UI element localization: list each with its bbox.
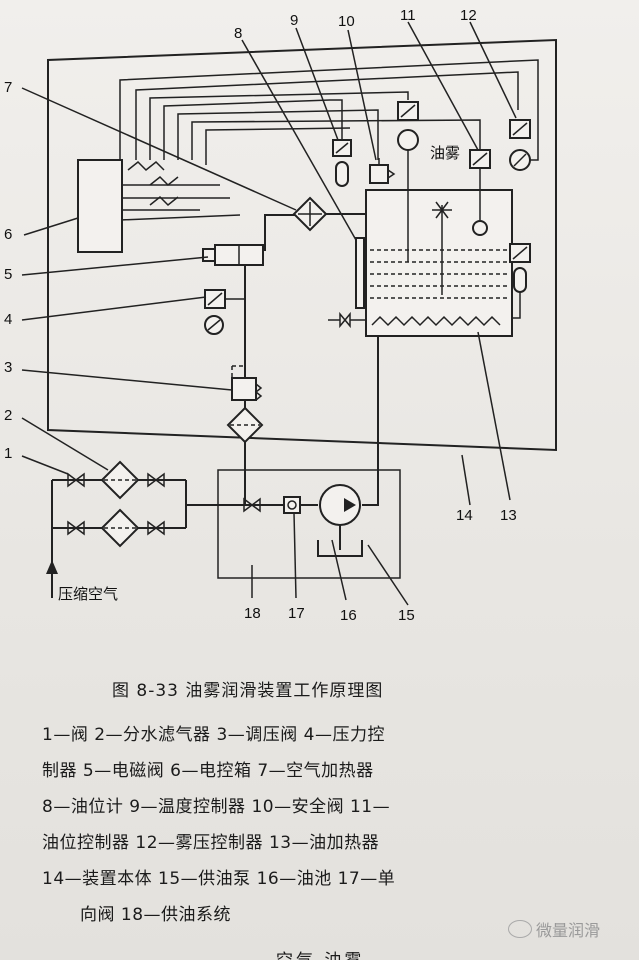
legend-line: 油位控制器 12—雾压控制器 13—油加热器: [42, 833, 380, 853]
temperature-controller: [332, 139, 352, 187]
schematic-diagram: 油雾 压缩空气 1 2 3 4 5 6 7 8 9 10 11 12 13 14…: [4, 7, 557, 624]
ref-number-15: 15: [398, 607, 415, 624]
ref-number-1: 1: [4, 445, 12, 462]
oil-level-controller: [469, 149, 491, 236]
air-inlet-arrowhead: [46, 560, 58, 574]
ref-number-16: 16: [340, 607, 357, 624]
cutoff-text: 空气 油雾: [276, 946, 364, 960]
air-heater: [292, 196, 366, 232]
check-valve: [283, 496, 301, 514]
ref-number-18: 18: [244, 605, 261, 622]
heater-thermo-controller: [509, 243, 531, 319]
legend-line: 1—阀 2—分水滤气器 3—调压阀 4—压力控: [42, 725, 385, 745]
water-separator-filter: [100, 460, 140, 548]
legend-line: 向阀 18—供油系统: [80, 905, 232, 925]
oil-supply-line: [186, 336, 379, 506]
watermark: 微量润滑: [508, 917, 600, 941]
wechat-icon: [508, 920, 532, 938]
pressure-controller: [204, 289, 245, 309]
ref-number-2: 2: [4, 407, 12, 424]
ref-number-11: 11: [400, 7, 416, 24]
caption-title: 图 8-33 油雾润滑装置工作原理图: [112, 681, 384, 701]
ref-number-13: 13: [500, 507, 517, 524]
legend-line: 制器 5—电磁阀 6—电控箱 7—空气加热器: [42, 761, 374, 781]
legend-line: 14—装置本体 15—供油泵 16—油池 17—单: [42, 869, 396, 889]
supply-valve: [243, 497, 261, 513]
ref-number-14: 14: [456, 507, 473, 524]
oil-mist-tank: [365, 189, 513, 337]
ref-number-7: 7: [4, 79, 12, 96]
device-body-outline: [47, 38, 557, 452]
ref-number-3: 3: [4, 359, 12, 376]
ref-number-17: 17: [288, 605, 305, 622]
ref-number-8: 8: [234, 25, 242, 42]
mist-pressure-controller: [509, 119, 531, 171]
pressure-regulator: [231, 365, 263, 401]
valve-1: [67, 472, 165, 536]
oil-supply-system-outline: [217, 469, 401, 579]
air-inlet-label: 压缩空气: [58, 585, 118, 603]
level-indicator: [397, 101, 419, 262]
ref-number-10: 10: [338, 13, 355, 30]
electric-control-box: [77, 159, 123, 253]
ref-number-9: 9: [290, 12, 298, 29]
ref-number-5: 5: [4, 266, 12, 283]
watermark-text: 微量润滑: [536, 921, 601, 940]
ref-number-4: 4: [4, 311, 12, 328]
ref-number-6: 6: [4, 226, 12, 243]
air-main-line: [51, 214, 298, 595]
legend-line: 8—油位计 9—温度控制器 10—安全阀 11—: [42, 797, 391, 817]
oil-mist-label: 油雾: [430, 144, 460, 162]
safety-valve: [369, 158, 396, 184]
ref-number-12: 12: [460, 7, 477, 24]
oil-pool: [317, 525, 363, 557]
oil-level-gauge: [355, 237, 365, 309]
signal-wires: [119, 59, 539, 221]
oil-heater-coil: [371, 315, 501, 327]
leader-lines: [21, 21, 517, 606]
drain-valve: [328, 311, 366, 329]
solenoid-valve: [202, 244, 264, 266]
